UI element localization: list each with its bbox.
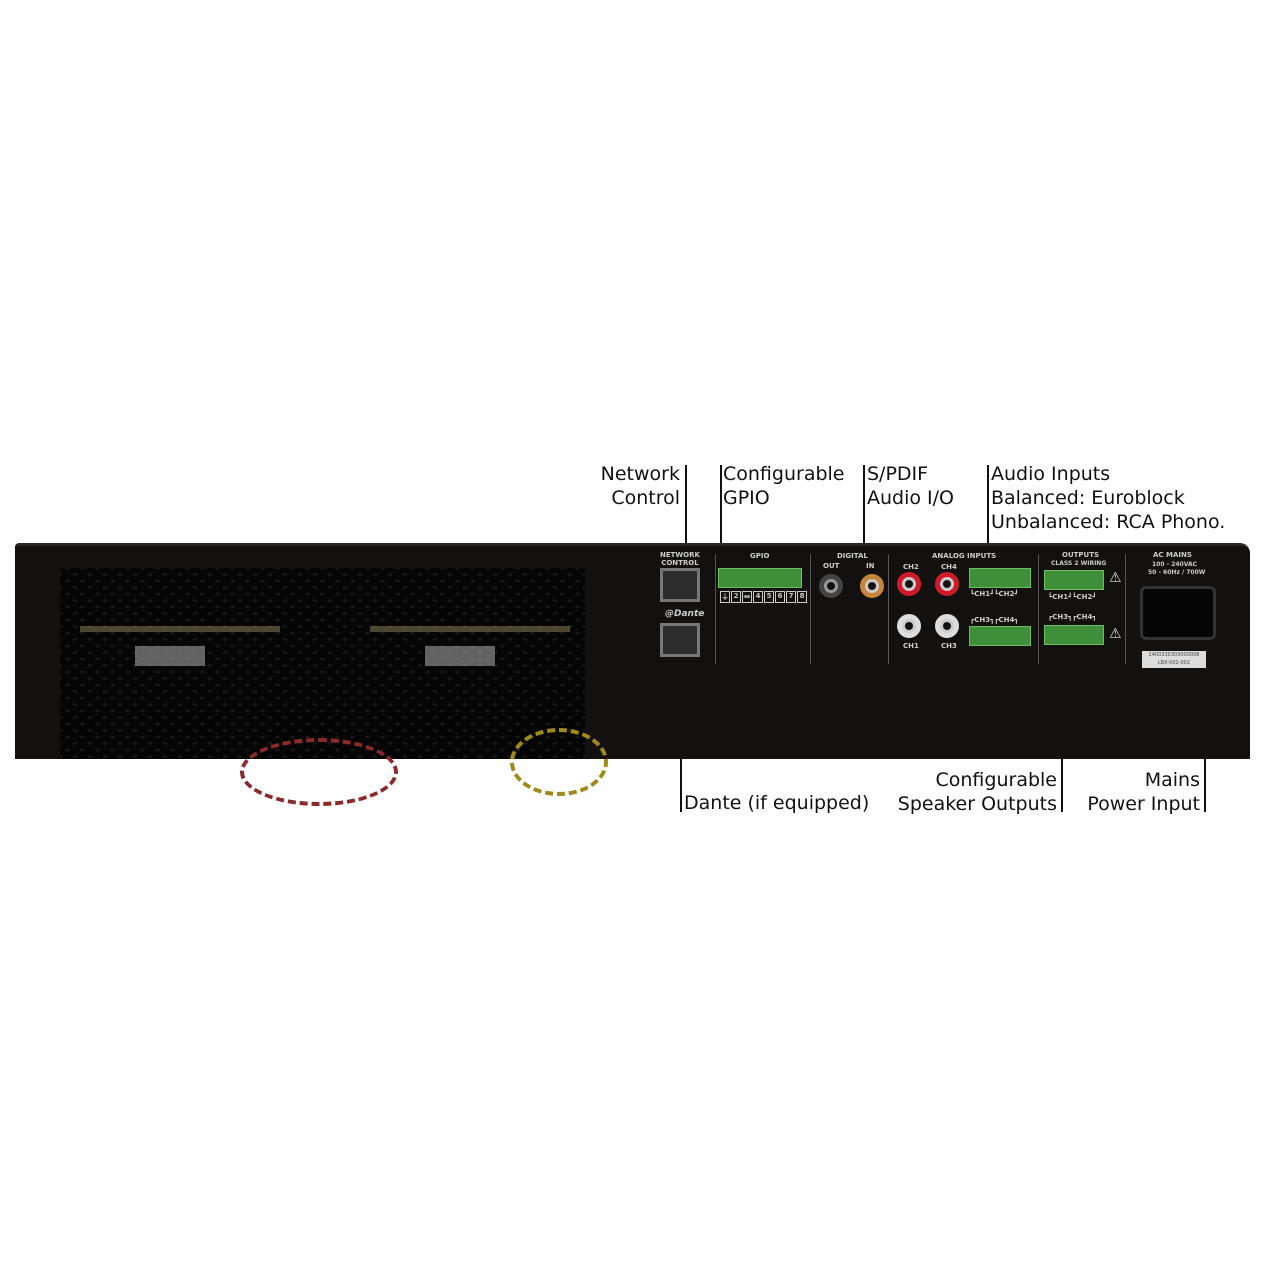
callout-text: Control (611, 487, 680, 509)
warning-icon: ⚠ (1109, 570, 1122, 586)
callout-text: Speaker Outputs (897, 793, 1057, 815)
dante-port[interactable] (660, 623, 700, 657)
input-channel-label: ┗CH1┛┗CH2┛ (970, 590, 1019, 598)
gpio-pin-label: 7 (786, 591, 796, 603)
callout-text: Configurable (723, 463, 845, 485)
input-channel-label: ┏CH3┓┏CH4┓ (970, 616, 1019, 624)
outputs-label: OUTPUTS (1062, 551, 1100, 559)
output-channel-label: ┏CH3┓┏CH4┓ (1048, 613, 1097, 621)
ch4-label: CH4 (941, 563, 957, 571)
network-control-port[interactable] (660, 568, 700, 602)
iec-power-inlet[interactable] (1140, 586, 1216, 640)
callout-text: Configurable (935, 769, 1058, 791)
rca-ch1[interactable] (897, 614, 921, 638)
analog-input-euroblock-2[interactable] (969, 626, 1031, 646)
callout-dante: Dante (if equipped) (684, 792, 870, 814)
callout-network-control: Network Control (590, 462, 680, 510)
warning-icon: ⚠ (1109, 626, 1122, 642)
speaker-output-terminal-2[interactable] (1044, 625, 1104, 645)
gpio-terminal[interactable] (718, 568, 802, 588)
callout-text: S/PDIF (867, 463, 929, 485)
leader-line (685, 465, 687, 545)
leader-line (720, 465, 722, 545)
ch2-label: CH2 (903, 563, 919, 571)
callout-audio-inputs: Audio Inputs Balanced: Euroblock Unbalan… (991, 462, 1225, 534)
digital-out-label: OUT (823, 562, 840, 570)
leader-line (987, 465, 989, 545)
callout-text: Balanced: Euroblock (991, 487, 1185, 509)
callout-text: GPIO (723, 487, 770, 509)
dante-logo: @Dante (665, 609, 705, 619)
gpio-label: GPIO (750, 552, 770, 560)
voltage-label: 100 - 240VAC (1152, 561, 1197, 568)
gpio-pin-label: ⏚ (720, 591, 730, 603)
class2-label: CLASS 2 WIRING (1051, 560, 1107, 567)
leader-line (1061, 756, 1063, 812)
callout-mains: Mains Power Input (1080, 768, 1200, 816)
digital-in-label: IN (866, 562, 875, 570)
rca-ch4[interactable] (935, 572, 959, 596)
callout-spdif: S/PDIF Audio I/O (867, 462, 954, 510)
analog-inputs-label: ANALOG INPUTS (932, 552, 997, 560)
spdif-in-jack[interactable] (860, 574, 884, 598)
rca-ch2[interactable] (897, 572, 921, 596)
ac-mains-label: AC MAINS (1153, 551, 1192, 559)
leader-line (680, 756, 682, 812)
leader-line (863, 465, 865, 545)
gpio-pin-label: 6 (775, 591, 785, 603)
speaker-output-terminal-1[interactable] (1044, 570, 1104, 590)
callout-text: Audio Inputs (991, 463, 1111, 485)
callout-text: Audio I/O (867, 487, 955, 509)
ch3-label: CH3 (941, 642, 957, 650)
callout-text: Power Input (1087, 793, 1200, 815)
spdif-out-jack[interactable] (819, 574, 843, 598)
gpio-pin-label: 4 (753, 591, 763, 603)
callout-text: Unbalanced: RCA Phono. (991, 511, 1226, 533)
callout-gpio: Configurable GPIO (723, 462, 845, 510)
gpio-pin-label: ⏛ (742, 591, 752, 603)
leader-line (1204, 756, 1206, 812)
analog-input-euroblock-1[interactable] (969, 568, 1031, 588)
callout-speaker-outputs: Configurable Speaker Outputs (880, 768, 1057, 816)
gpio-pin-label: 2 (731, 591, 741, 603)
rca-ch3[interactable] (935, 614, 959, 638)
callout-text: Network (600, 463, 680, 485)
ch1-label: CH1 (903, 642, 919, 650)
digital-label: DIGITAL (837, 552, 868, 560)
callout-text: Mains (1144, 769, 1200, 791)
gpio-pin-label: 8 (797, 591, 807, 603)
gpio-pin-label: 5 (764, 591, 774, 603)
output-channel-label: ┗CH1┛┗CH2┛ (1048, 593, 1097, 601)
power-rating-label: 50 - 60Hz / 700W (1148, 569, 1206, 576)
ventilation-grille (60, 568, 608, 806)
